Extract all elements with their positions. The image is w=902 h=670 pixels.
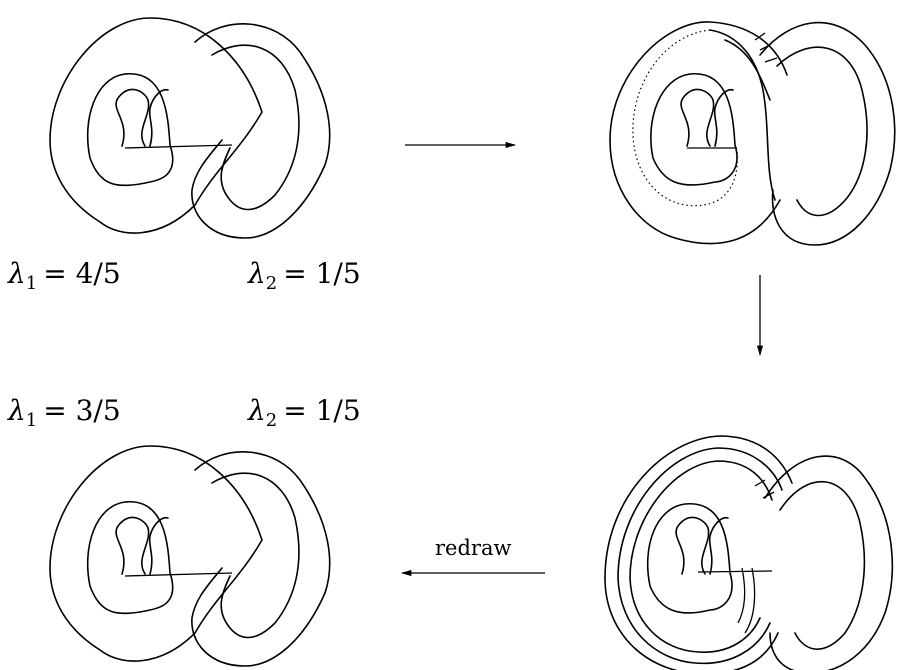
top-lambda2-label: λ2= 1/5 bbox=[247, 257, 361, 294]
top-lambda1-label: λ1= 4/5 bbox=[7, 257, 121, 294]
bottom-lambda2-label: λ2= 1/5 bbox=[247, 394, 361, 431]
redraw-label: redraw bbox=[435, 536, 511, 560]
bottom-lambda1-label: λ1= 3/5 bbox=[7, 394, 121, 431]
bottom-left-surface bbox=[49, 445, 331, 667]
bottom-right-surface bbox=[604, 435, 894, 670]
top-left-surface bbox=[49, 17, 331, 239]
top-right-surface bbox=[609, 21, 896, 246]
